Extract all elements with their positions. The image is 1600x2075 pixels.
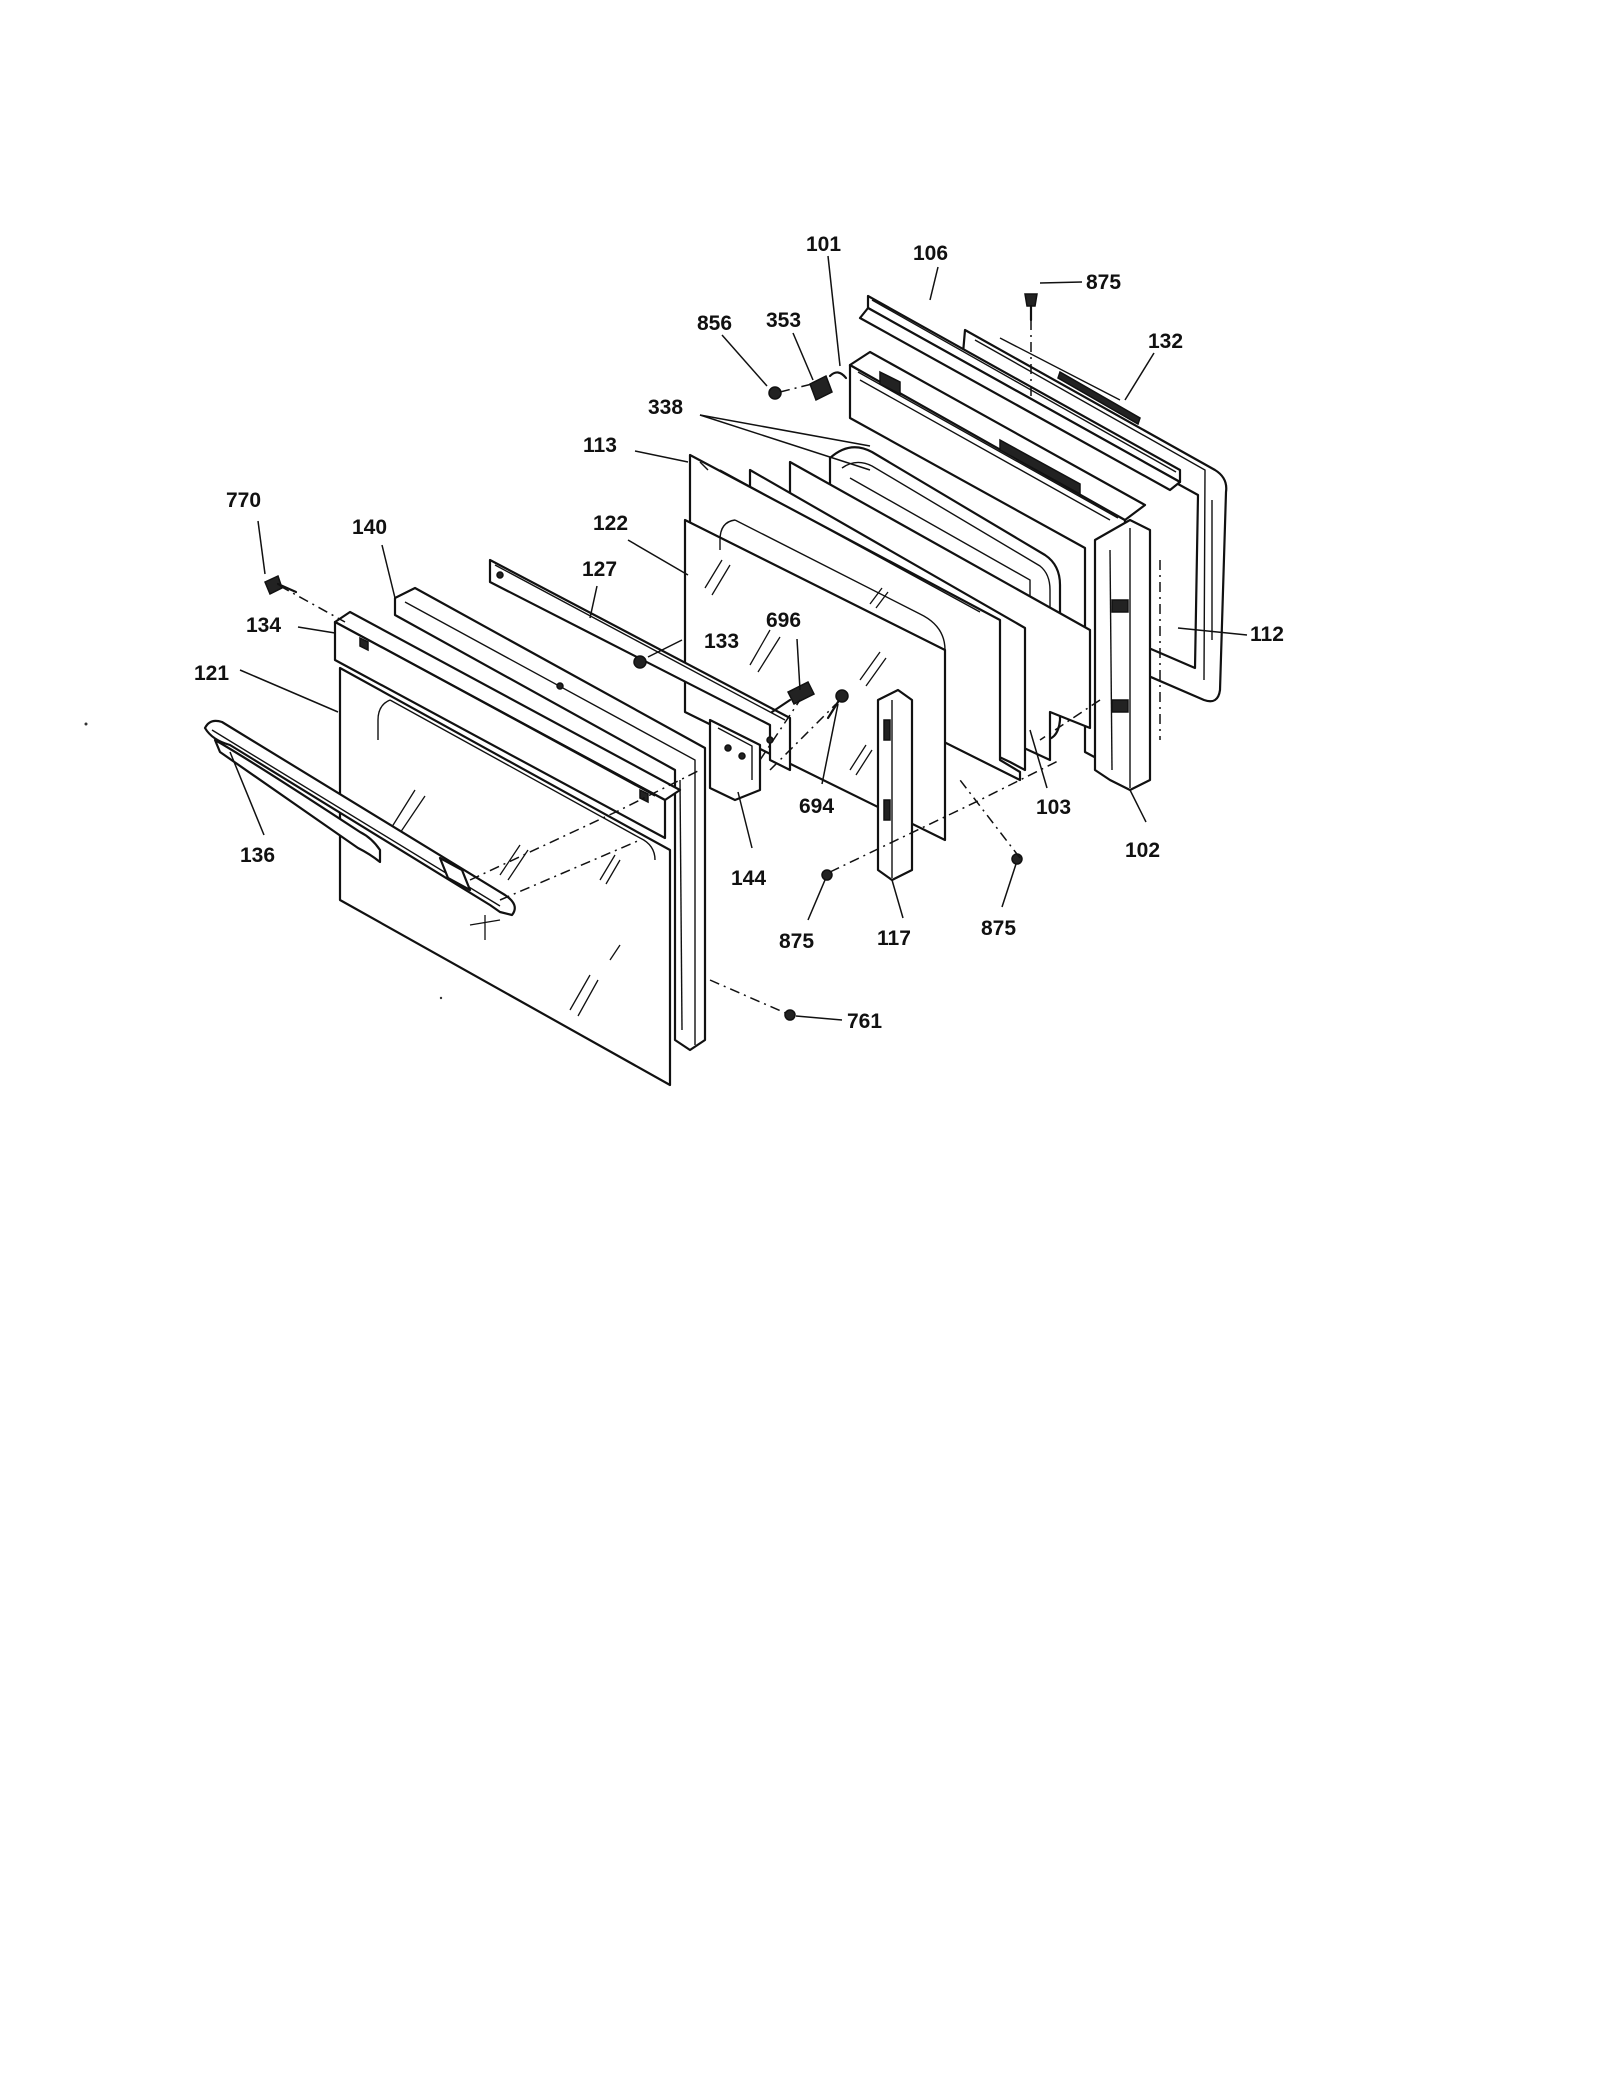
leader-lines: [229, 255, 1248, 1021]
callout-694: 694: [799, 795, 834, 818]
bolt-696: [770, 680, 816, 714]
callout-106: 106: [913, 242, 948, 265]
callout-101: 101: [806, 233, 841, 256]
callout-136: 136: [240, 844, 275, 867]
part-106-top-channel: [858, 294, 1182, 492]
callout-761: 761: [847, 1010, 882, 1033]
callout-140: 140: [352, 516, 387, 539]
part-140-outer-frame: [393, 586, 707, 1052]
screw-770: [264, 574, 298, 596]
callout-132: 132: [1148, 330, 1183, 353]
callout-117: 117: [877, 927, 911, 950]
screw-761: [784, 1009, 796, 1021]
part-117-vent-trim: [876, 688, 914, 882]
callout-353: 353: [766, 309, 801, 332]
callout-875: 875: [981, 917, 1016, 940]
screw-856: [768, 386, 782, 400]
screw-133: [633, 655, 647, 669]
scan-speck: [84, 722, 88, 726]
callout-102: 102: [1125, 839, 1160, 862]
callout-113: 113: [583, 434, 617, 457]
callout-696: 696: [766, 609, 801, 632]
scan-speck: [439, 996, 443, 1000]
callout-127: 127: [582, 558, 617, 581]
callout-134: 134: [246, 614, 281, 637]
callout-133: 133: [704, 630, 739, 653]
part-102-side-rail: [1093, 518, 1152, 792]
glare-marks: [704, 559, 889, 776]
screw-875-top: [1024, 293, 1038, 322]
glare-marks: [389, 789, 621, 1017]
callout-338: 338: [648, 396, 683, 419]
callout-121: 121: [194, 662, 229, 685]
part-134-top-trim: [333, 610, 682, 840]
part-127-hinge-bracket: [488, 558, 792, 772]
part-144-bracket: [708, 718, 762, 802]
callout-856: 856: [697, 312, 732, 335]
callout-875: 875: [1086, 271, 1121, 294]
callout-122: 122: [593, 512, 628, 535]
screw-875-right: [1011, 853, 1023, 865]
callout-112: 112: [1250, 623, 1284, 646]
part-136-handle: [203, 719, 516, 917]
fasteners: [264, 293, 1038, 1021]
alignment-lines: [279, 320, 1161, 1016]
callout-103: 103: [1036, 796, 1071, 819]
callout-labels: 101 106 875 353 856 132 338 113 770 140 …: [194, 233, 1284, 1033]
screw-875-left: [821, 869, 833, 881]
callout-770: 770: [226, 489, 261, 512]
clip-353: [809, 371, 848, 402]
callout-144: 144: [731, 867, 766, 890]
callout-875: 875: [779, 930, 814, 953]
